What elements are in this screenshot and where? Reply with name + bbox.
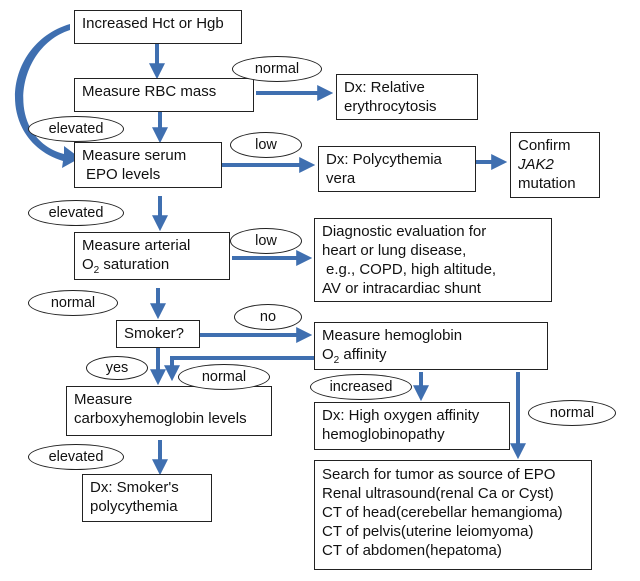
high-affinity-hemoglobinopathy-box: Dx: High oxygen affinity hemoglobinopath… bbox=[314, 402, 510, 450]
carboxy-line-2: carboxyhemoglobin levels bbox=[74, 410, 247, 427]
label-no-smoker: no bbox=[234, 304, 302, 330]
label-elevated-epo: elevated bbox=[28, 200, 124, 226]
smoker-text: Smoker? bbox=[124, 325, 185, 342]
smoker-question-box: Smoker? bbox=[116, 320, 200, 348]
carboxy-line-1: Measure bbox=[74, 391, 133, 408]
label-normal-rbc: normal bbox=[232, 56, 322, 82]
epo-line-2: EPO levels bbox=[86, 166, 161, 183]
smokers-polycythemia-box: Dx: Smoker's polycythemia bbox=[82, 474, 212, 522]
hb-affinity-line-2: O2 affinity bbox=[322, 346, 387, 366]
smokers-poly-line-1: Dx: Smoker's bbox=[90, 479, 179, 496]
arrow-bypass-start-to-epo bbox=[14, 24, 81, 168]
tumor-line-2: Renal ultrasound(renal Ca or Cyst) bbox=[322, 485, 554, 502]
label-normal-affinity: normal bbox=[178, 364, 270, 390]
confirm-jak2-box: Confirm JAK2 mutation bbox=[510, 132, 600, 198]
arterial-line-2: O2 saturation bbox=[82, 256, 170, 276]
label-low-epo: low bbox=[230, 132, 302, 158]
measure-serum-epo-box: Measure serum EPO levels bbox=[74, 142, 222, 188]
tumor-line-5: CT of abdomen(hepatoma) bbox=[322, 542, 502, 559]
label-elevated-rbc: elevated bbox=[28, 116, 124, 142]
label-increased-affinity: increased bbox=[310, 374, 412, 400]
measure-hb-affinity-box: Measure hemoglobin O2 affinity bbox=[314, 322, 548, 370]
pv-line-1: Dx: Polycythemia bbox=[326, 151, 442, 168]
measure-arterial-o2-box: Measure arterial O2 saturation bbox=[74, 232, 230, 280]
arterial-line-1: Measure arterial bbox=[82, 237, 191, 254]
relative-line-1: Dx: Relative bbox=[344, 79, 425, 96]
pv-line-2: vera bbox=[326, 170, 356, 187]
measure-rbc-mass-box: Measure RBC mass bbox=[74, 78, 254, 112]
measure-carboxyhemoglobin-box: Measure carboxyhemoglobin levels bbox=[66, 386, 272, 436]
hi-affinity-line-1: Dx: High oxygen affinity bbox=[322, 407, 480, 424]
tumor-line-3: CT of head(cerebellar hemangioma) bbox=[322, 504, 563, 521]
jak2-line-1: Confirm bbox=[518, 137, 571, 154]
relative-erythrocytosis-box: Dx: Relative erythrocytosis bbox=[336, 74, 478, 120]
heart-lung-evaluation-box: Diagnostic evaluation for heart or lung … bbox=[314, 218, 552, 302]
label-normal-arterial: normal bbox=[28, 290, 118, 316]
tumor-line-1: Search for tumor as source of EPO bbox=[322, 466, 556, 483]
jak2-line-3: mutation bbox=[518, 175, 576, 192]
tumor-search-box: Search for tumor as source of EPO Renal … bbox=[314, 460, 592, 570]
tumor-line-4: CT of pelvis(uterine leiomyoma) bbox=[322, 523, 534, 540]
increased-hct-hgb-text: Increased Hct or Hgb bbox=[82, 15, 224, 32]
label-normal-tumor: normal bbox=[528, 400, 616, 426]
epo-line-1: Measure serum bbox=[82, 147, 187, 164]
heart-lung-line-3: e.g., COPD, high altitude, bbox=[326, 261, 497, 278]
arrow-affinity-to-carboxy bbox=[164, 356, 314, 382]
label-elevated-carboxy: elevated bbox=[28, 444, 124, 470]
heart-lung-line-1: Diagnostic evaluation for bbox=[322, 223, 487, 240]
relative-line-2: erythrocytosis bbox=[344, 98, 437, 115]
label-yes-smoker: yes bbox=[86, 356, 148, 380]
label-low-arterial: low bbox=[230, 228, 302, 254]
measure-rbc-mass-text: Measure RBC mass bbox=[82, 83, 217, 100]
increased-hct-hgb-box: Increased Hct or Hgb bbox=[74, 10, 242, 44]
smokers-poly-line-2: polycythemia bbox=[90, 498, 178, 515]
jak2-line-2: JAK2 bbox=[518, 156, 554, 173]
hb-affinity-line-1: Measure hemoglobin bbox=[322, 327, 463, 344]
hi-affinity-line-2: hemoglobinopathy bbox=[322, 426, 445, 443]
heart-lung-line-4: AV or intracardiac shunt bbox=[322, 280, 481, 297]
polycythemia-vera-box: Dx: Polycythemia vera bbox=[318, 146, 476, 192]
heart-lung-line-2: heart or lung disease, bbox=[322, 242, 467, 259]
